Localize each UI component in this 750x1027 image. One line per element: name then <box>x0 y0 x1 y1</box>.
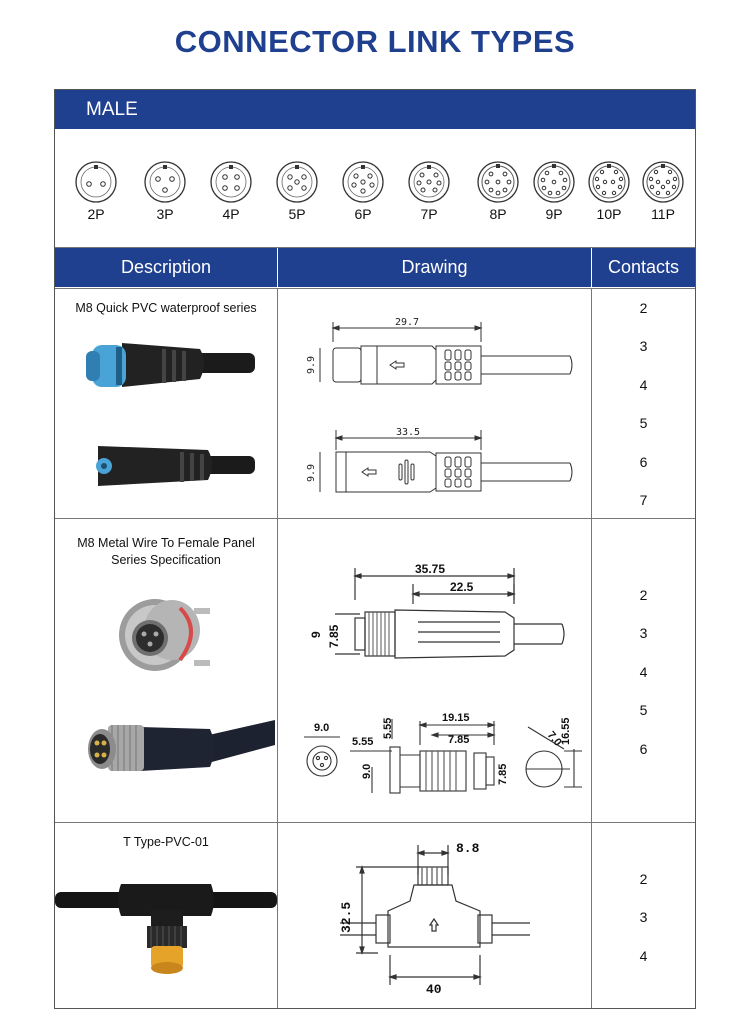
divider <box>55 518 695 519</box>
pin-type-4p: 4P <box>207 160 255 222</box>
dim-label: 8.8 <box>456 841 480 856</box>
pin-type-5p: 5P <box>273 160 321 222</box>
connector-pin-face-icon <box>588 161 630 203</box>
contact-value: 6 <box>639 454 648 470</box>
pin-type-label: 3P <box>156 206 174 222</box>
dim-label: 29.7 <box>395 317 419 328</box>
divider <box>277 288 278 1008</box>
contact-value: 4 <box>639 948 648 964</box>
pin-type-label: 4P <box>222 206 240 222</box>
dim-label: 9.0 <box>361 764 373 779</box>
divider <box>55 247 695 248</box>
quick-pvc-male-drawing: 29.7 9.9 <box>306 317 573 385</box>
divider <box>55 822 695 823</box>
pin-types-row: 2P 3P 4P 5P <box>55 130 695 247</box>
pin-type-9p: 9P <box>530 160 578 222</box>
connector-pin-face-icon <box>144 161 186 203</box>
connector-pin-face-icon <box>276 161 318 203</box>
pin-type-2p: 2P <box>72 160 120 222</box>
contact-value: 5 <box>639 415 648 431</box>
contact-value: 2 <box>639 300 648 316</box>
dim-label: 40 <box>426 982 442 997</box>
contact-value: 4 <box>639 664 648 680</box>
row2-description: M8 Metal Wire To Female Panel Series Spe… <box>58 535 274 569</box>
quick-pvc-female-photo <box>96 446 255 486</box>
connector-pin-face-icon <box>477 161 519 203</box>
connector-pin-face-icon <box>642 161 684 203</box>
dim-label: 9 <box>309 631 323 638</box>
dim-label: 5.55 <box>382 718 394 739</box>
t-type-connector-photo <box>55 884 277 974</box>
contact-value: 3 <box>639 909 648 925</box>
header-description: Description <box>55 248 277 287</box>
pin-type-label: 6P <box>354 206 372 222</box>
pin-type-10p: 10P <box>585 160 633 222</box>
t-type-drawing: 8.8 32.5 40 <box>339 841 530 997</box>
dim-label: 7.85 <box>448 734 469 746</box>
contact-value: 2 <box>639 871 648 887</box>
description-line: M8 Metal Wire To Female Panel <box>77 536 255 550</box>
dim-label: 9.0 <box>314 722 329 734</box>
connector-pin-face-icon <box>533 161 575 203</box>
dim-label: 19.15 <box>442 712 470 724</box>
contact-value: 5 <box>639 702 648 718</box>
description-line: Series Specification <box>111 553 221 567</box>
contact-value: 3 <box>639 625 648 641</box>
dim-label: 35.75 <box>415 562 445 576</box>
pin-type-label: 7P <box>420 206 438 222</box>
divider <box>55 288 695 289</box>
male-label: MALE <box>86 99 138 120</box>
dim-label: 5.55 <box>352 736 373 748</box>
header-drawing: Drawing <box>278 248 591 287</box>
contact-value: 2 <box>639 587 648 603</box>
pin-type-label: 5P <box>288 206 306 222</box>
pin-type-label: 8P <box>489 206 507 222</box>
dim-label: 22.5 <box>450 580 474 594</box>
pin-type-11p: 11P <box>639 160 687 222</box>
dim-label: 7.85 <box>327 624 341 648</box>
connector-pin-face-icon <box>342 161 384 203</box>
male-section-header: MALE <box>55 90 695 129</box>
metal-wire-drawing-side: 35.75 22.5 9 7.85 <box>309 562 565 659</box>
metal-panel-drawing: 9.0 5.55 19.15 7.0 16.55 5.55 7.85 9.0 7… <box>304 712 582 794</box>
dim-label: 33.5 <box>396 427 420 438</box>
pin-type-label: 10P <box>596 206 622 222</box>
pin-type-8p: 8P <box>474 160 522 222</box>
pin-type-label: 9P <box>545 206 563 222</box>
quick-pvc-male-photo <box>86 343 255 387</box>
metal-wire-male-photo <box>88 720 275 771</box>
dim-label: 16.55 <box>560 717 572 745</box>
dim-label: 32.5 <box>339 902 354 933</box>
header-contacts: Contacts <box>592 248 695 287</box>
quick-pvc-female-drawing: 33.5 9.9 <box>306 427 573 493</box>
dim-label: 9.9 <box>306 356 317 374</box>
pin-type-6p: 6P <box>339 160 387 222</box>
metal-panel-female-photo <box>119 599 210 671</box>
connector-pin-face-icon <box>408 161 450 203</box>
dim-label: 7.85 <box>497 764 509 785</box>
row3-description: T Type-PVC-01 <box>123 835 209 849</box>
page-title: CONNECTOR LINK TYPES <box>174 24 576 59</box>
connector-pin-face-icon <box>75 161 117 203</box>
pin-type-3p: 3P <box>141 160 189 222</box>
pin-type-label: 2P <box>87 206 105 222</box>
pin-type-label: 11P <box>651 206 675 222</box>
dim-label: 9.9 <box>306 464 317 482</box>
pin-type-7p: 7P <box>405 160 453 222</box>
connector-pin-face-icon <box>210 161 252 203</box>
contact-value: 7 <box>639 492 648 508</box>
row1-description: M8 Quick PVC waterproof series <box>75 301 257 315</box>
contact-value: 6 <box>639 741 648 757</box>
divider <box>591 288 592 1008</box>
contact-value: 3 <box>639 338 648 354</box>
contact-value: 4 <box>639 377 648 393</box>
table-frame <box>54 89 696 1009</box>
